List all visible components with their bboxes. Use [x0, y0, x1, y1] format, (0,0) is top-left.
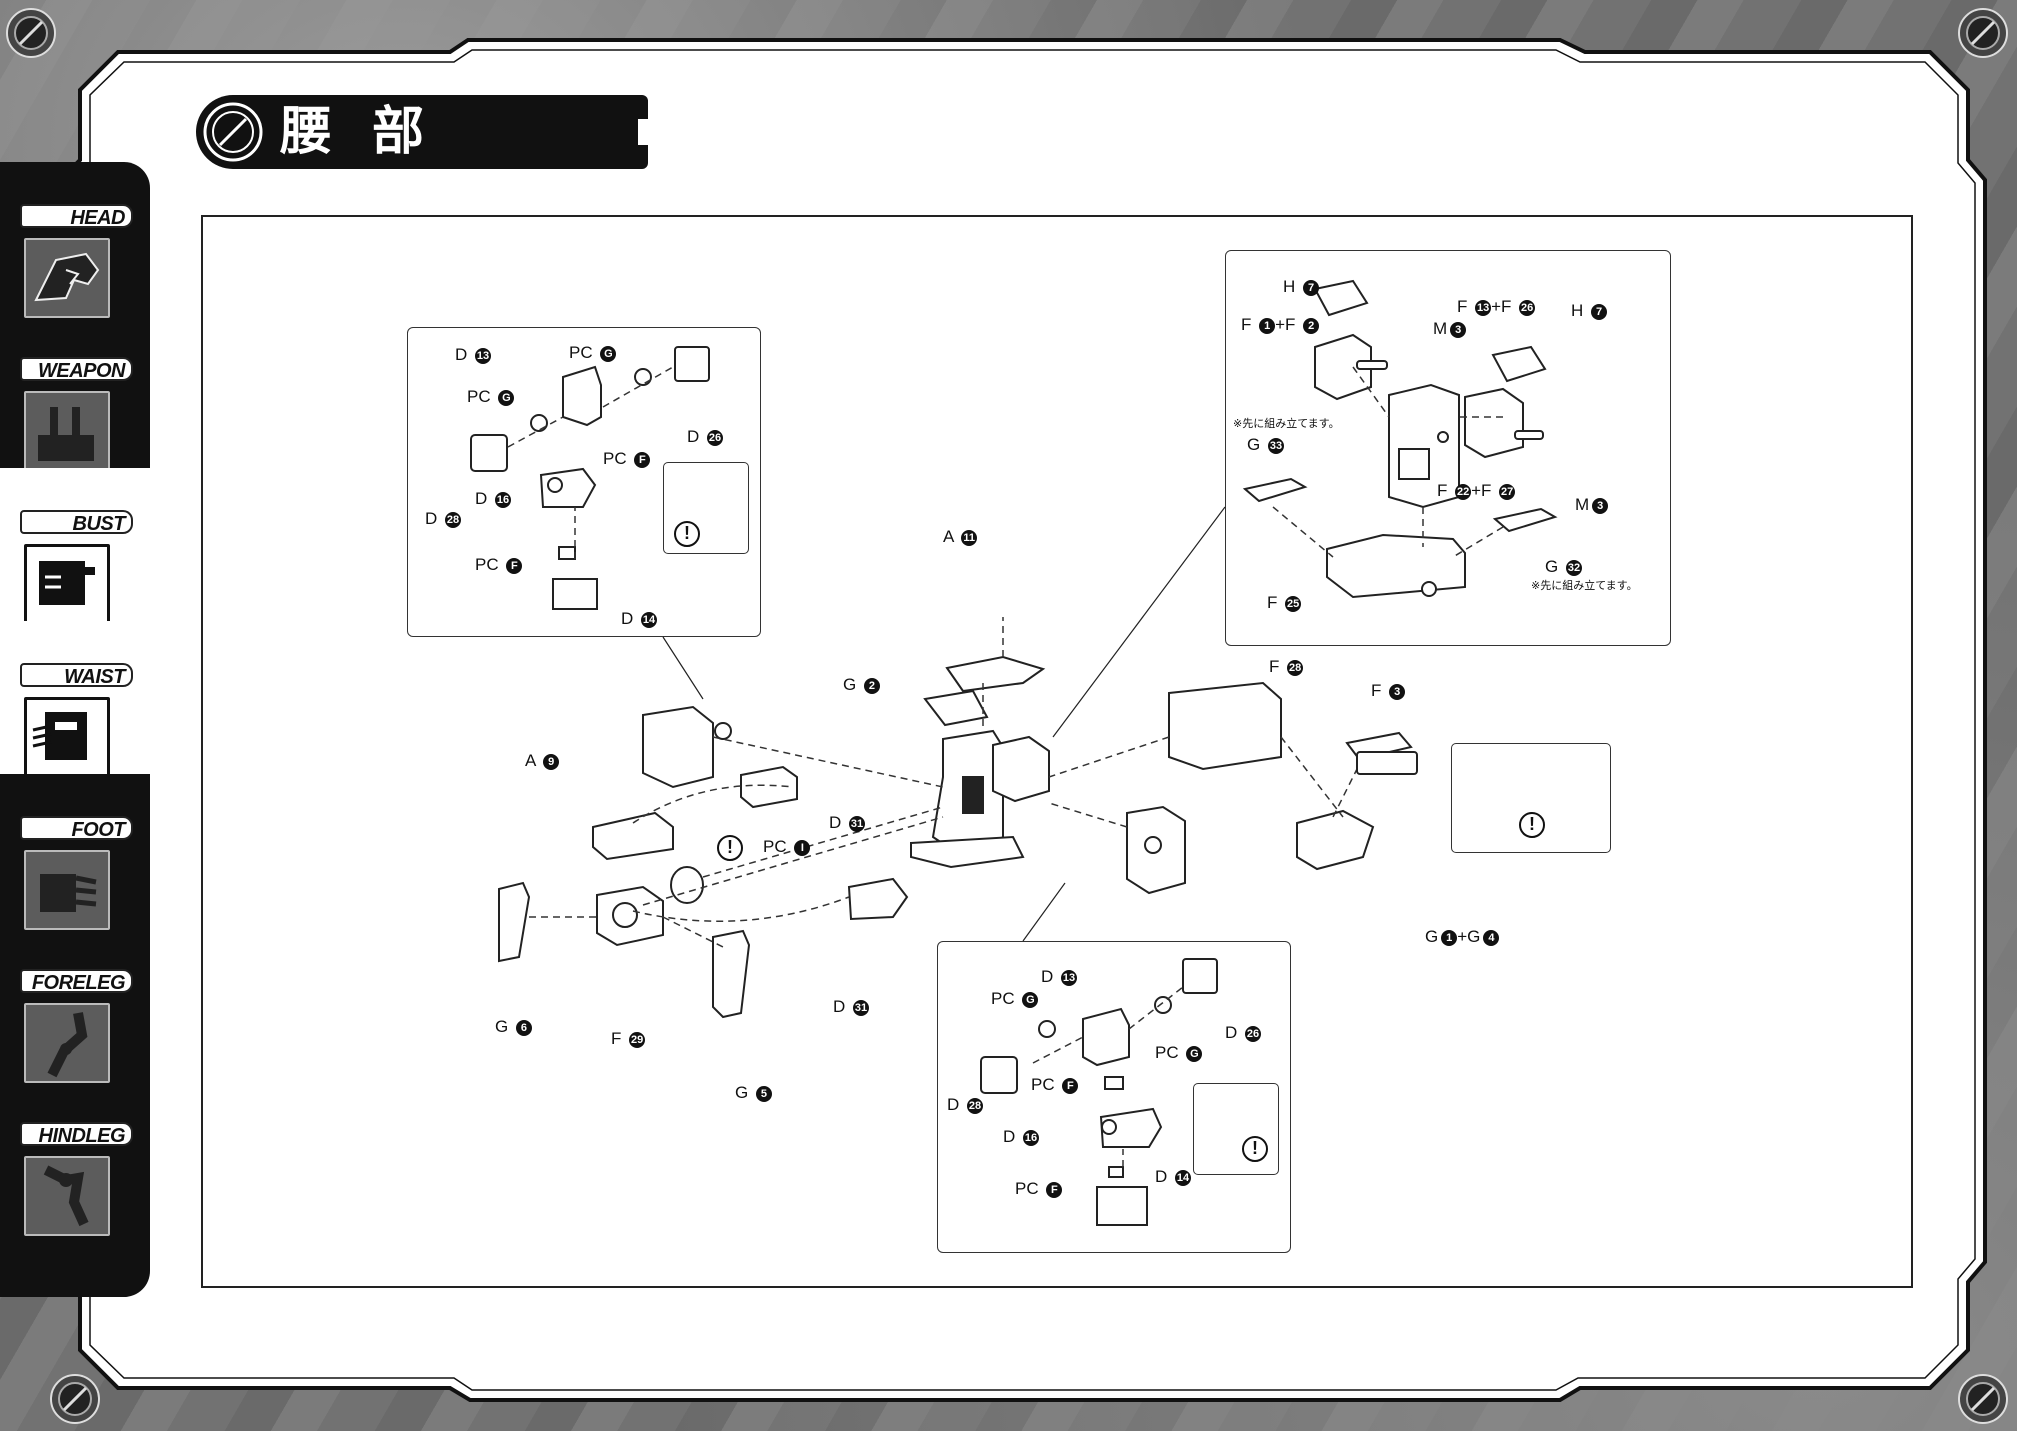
- tab-label: WAIST: [20, 663, 133, 688]
- part-label: PC I: [763, 837, 811, 857]
- corner-bolt-icon: [1958, 8, 2008, 58]
- corner-bolt-icon: [50, 1374, 100, 1424]
- part-label: G 2: [843, 675, 880, 695]
- part-label: F 3: [1371, 681, 1406, 701]
- page-title: 腰部: [280, 102, 465, 162]
- bust-icon: [24, 544, 110, 624]
- warning-icon: !: [1242, 1136, 1268, 1162]
- part-label: F 13+F 26: [1457, 297, 1536, 316]
- assembly-note: ※先に組み立てます。: [1233, 417, 1340, 430]
- waist-icon: [24, 697, 110, 777]
- part-label: PC F: [1031, 1075, 1079, 1095]
- warning-icon: !: [674, 521, 700, 547]
- part-label: PC F: [603, 449, 651, 469]
- part-label: F 25: [1267, 593, 1302, 612]
- tab-label: FORELEG: [20, 969, 133, 994]
- warning-icon: !: [1519, 812, 1545, 838]
- part-label: G 33: [1247, 435, 1284, 454]
- weapon-icon: [24, 391, 110, 471]
- part-label: H 7: [1283, 277, 1320, 297]
- tab-weapon[interactable]: WEAPON: [0, 315, 150, 471]
- title-notch: [638, 119, 648, 145]
- tab-label: WEAPON: [20, 357, 133, 382]
- foreleg-icon: [24, 1003, 110, 1083]
- gauge-icon: [203, 102, 263, 162]
- part-label: G 6: [495, 1017, 532, 1037]
- page-title-bar: 腰部: [196, 95, 648, 169]
- part-label: PC G: [991, 989, 1039, 1009]
- warning-inset: !: [1193, 1083, 1279, 1175]
- warning-inset: !: [663, 462, 749, 554]
- tab-label: HINDLEG: [20, 1122, 133, 1147]
- head-icon: [24, 238, 110, 318]
- tab-hindleg[interactable]: HINDLEG: [0, 1080, 150, 1236]
- part-label: D 31: [833, 997, 870, 1016]
- tab-waist[interactable]: WAIST: [0, 621, 150, 777]
- assembly-diagram: ! ! ! ! A 11 G 2 A 9 PC I D 31 D 31 G 6 …: [201, 215, 1913, 1288]
- part-label: PC G: [1155, 1043, 1203, 1063]
- part-label: G 5: [735, 1083, 772, 1103]
- part-label: D 14: [621, 609, 658, 628]
- tab-foreleg[interactable]: FORELEG: [0, 927, 150, 1083]
- part-label: F 1+F 2: [1241, 315, 1320, 335]
- part-label: A 11: [943, 527, 978, 547]
- tab-label: BUST: [20, 510, 133, 535]
- part-label: D 26: [687, 427, 724, 446]
- foot-icon: [24, 850, 110, 930]
- corner-bolt-icon: [1958, 1374, 2008, 1424]
- part-label: G 32: [1545, 557, 1582, 576]
- part-label: PC G: [569, 343, 617, 363]
- tab-head[interactable]: HEAD: [0, 162, 150, 318]
- part-label: PC F: [475, 555, 523, 575]
- part-label: H 7: [1571, 301, 1608, 321]
- part-label: D 13: [455, 345, 492, 364]
- part-label: D 28: [947, 1095, 984, 1114]
- part-label: PC F: [1015, 1179, 1063, 1199]
- part-label: F 28: [1269, 657, 1304, 676]
- tab-label: FOOT: [20, 816, 133, 841]
- part-label: D 26: [1225, 1023, 1262, 1042]
- part-label: D 16: [475, 489, 512, 508]
- tab-foot[interactable]: FOOT: [0, 774, 150, 930]
- warning-inset: !: [1451, 743, 1611, 853]
- hindleg-icon: [24, 1156, 110, 1236]
- warning-icon: !: [717, 835, 743, 861]
- assembly-note: ※先に組み立てます。: [1531, 579, 1638, 592]
- part-label: D 31: [829, 813, 866, 832]
- tab-label: HEAD: [20, 204, 133, 229]
- part-label: D 28: [425, 509, 462, 528]
- corner-bolt-icon: [6, 8, 56, 58]
- tab-bust[interactable]: BUST: [0, 468, 150, 624]
- part-label: D 16: [1003, 1127, 1040, 1146]
- part-label: D 14: [1155, 1167, 1192, 1186]
- section-sidebar: HEAD WEAPON BUST WAIST FOOT FORELEG HI: [0, 162, 150, 1297]
- part-label: F 22+F 27: [1437, 481, 1516, 500]
- part-label: PC G: [467, 387, 515, 407]
- part-label: A 9: [525, 751, 560, 771]
- part-label: F 29: [611, 1029, 646, 1048]
- parts-drawing: [470, 279, 1558, 1226]
- part-label: D 13: [1041, 967, 1078, 986]
